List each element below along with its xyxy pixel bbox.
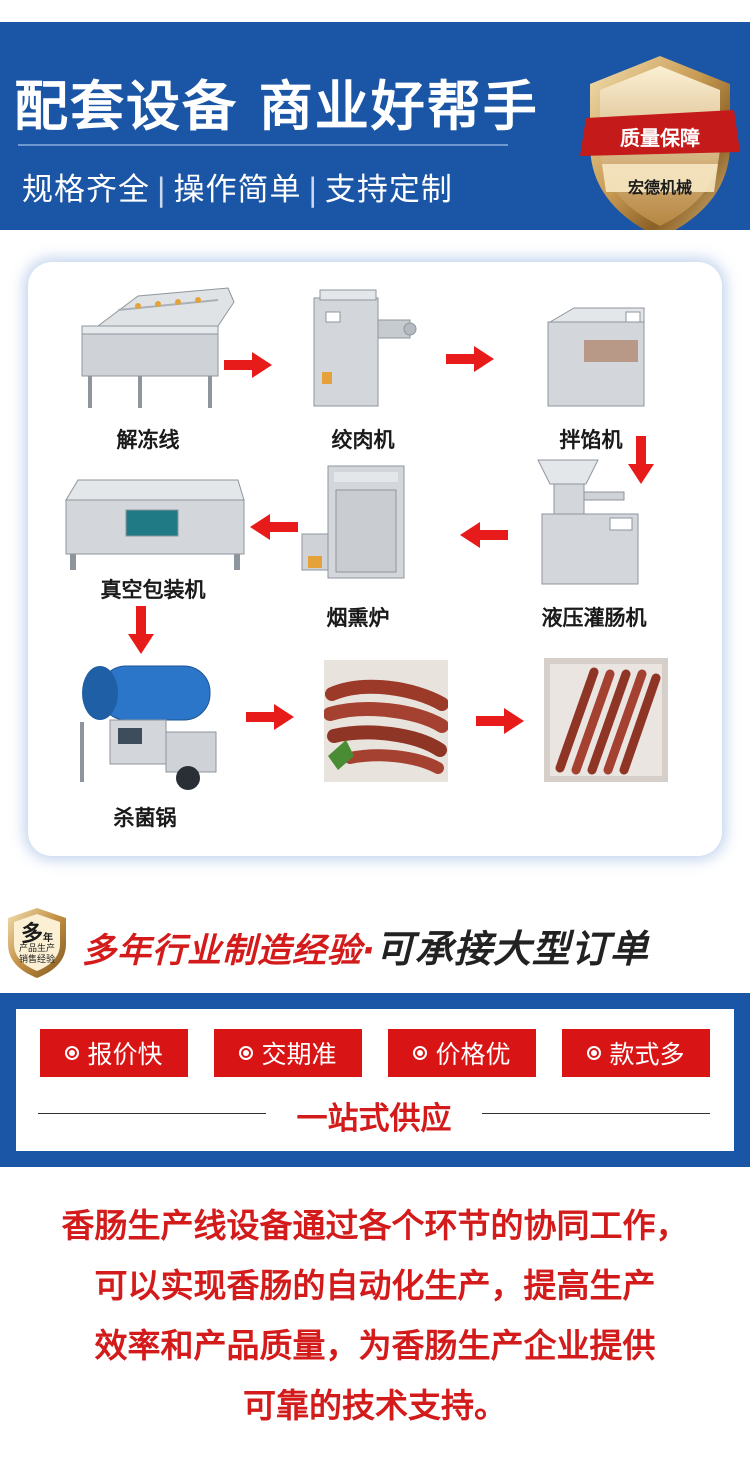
step-label: 拌馅机 xyxy=(559,428,623,452)
description-paragraph: 香肠生产线设备通过各个环节的协同工作， 可以实现香肠的自动化生产，提高生产 效率… xyxy=(0,1196,750,1436)
bullet-icon xyxy=(413,1046,428,1060)
meat-grinder-machine-icon xyxy=(298,286,418,420)
badge-big-char: 多 xyxy=(20,922,43,947)
arrow-down-icon xyxy=(628,436,654,484)
step-label: 液压灌肠机 xyxy=(541,606,647,630)
feature-tag: 报价快 xyxy=(40,1029,188,1077)
experience-text-black: 可承接大型订单 xyxy=(375,927,649,971)
paragraph-line: 可以实现香肠的自动化生产，提高生产 xyxy=(94,1266,656,1305)
divider-line xyxy=(482,1113,710,1114)
feature-tag: 款式多 xyxy=(562,1029,710,1077)
feature-separator: | xyxy=(307,172,319,208)
paragraph-line: 香肠生产线设备通过各个环节的协同工作， xyxy=(61,1206,689,1245)
arrow-right-icon xyxy=(446,346,494,372)
arrow-left-icon xyxy=(460,522,508,548)
step-label: 解冻线 xyxy=(116,428,180,452)
paragraph-line: 效率和产品质量，为香肠生产企业提供 xyxy=(94,1326,656,1365)
packaged-sausage-photo-icon xyxy=(544,658,668,786)
bullet-icon xyxy=(587,1046,602,1060)
step-label: 真空包装机 xyxy=(100,578,206,602)
supply-section: 报价快 交期准 价格优 款式多 一站式供应 xyxy=(0,993,750,1167)
bullet-icon xyxy=(65,1046,80,1060)
arrow-left-icon xyxy=(250,514,298,540)
hydraulic-stuffer-machine-icon xyxy=(534,454,644,598)
mixer-machine-icon xyxy=(544,302,654,416)
sausage-photo-icon xyxy=(323,660,449,786)
feature-item: 支持定制 xyxy=(324,172,453,208)
arrow-right-icon xyxy=(476,708,524,734)
supply-title: 一站式供应 xyxy=(296,1101,452,1137)
shield-icon xyxy=(580,56,740,230)
arrow-right-icon xyxy=(224,352,272,378)
vacuum-packer-machine-icon xyxy=(58,476,248,576)
step-label: 杀菌锅 xyxy=(113,806,177,830)
bullet-icon xyxy=(239,1046,254,1060)
top-strip xyxy=(0,0,750,22)
experience-text-red: 多年行业制造经验· xyxy=(82,931,376,971)
badge-line: 产品生产 xyxy=(18,944,55,954)
feature-item: 操作简单 xyxy=(173,172,302,208)
feature-list: 规格齐全|操作简单|支持定制 xyxy=(22,164,453,209)
tag-label: 价格优 xyxy=(435,1040,511,1069)
supply-panel: 报价快 交期准 价格优 款式多 一站式供应 xyxy=(16,1009,734,1151)
feature-tag: 价格优 xyxy=(388,1029,536,1077)
process-card: 解冻线 绞肉机 拌馅机 真空包装机 xyxy=(28,262,722,856)
shield-icon xyxy=(8,908,66,978)
tag-label: 款式多 xyxy=(609,1040,685,1069)
step-label: 绞肉机 xyxy=(331,428,395,452)
step-label: 烟熏炉 xyxy=(326,606,390,630)
experience-slogan: 多年行业制造经验·可承接大型订单 xyxy=(82,918,649,973)
title-divider xyxy=(18,144,508,146)
divider-line xyxy=(38,1113,266,1114)
tag-label: 报价快 xyxy=(87,1040,163,1069)
sterilizer-machine-icon xyxy=(70,652,230,806)
badge-small-char: 年 xyxy=(43,933,53,944)
feature-separator: | xyxy=(156,172,168,208)
tag-label: 交期准 xyxy=(261,1040,337,1069)
feature-item: 规格齐全 xyxy=(22,172,150,208)
feature-tag: 交期准 xyxy=(214,1029,362,1077)
header-banner: 配套设备 商业好帮手 规格齐全|操作简单|支持定制 xyxy=(0,22,750,230)
paragraph-line: 可靠的技术支持。 xyxy=(243,1386,507,1425)
page-title: 配套设备 商业好帮手 xyxy=(14,75,539,138)
experience-badge: 多年 产品生产 销售经验 xyxy=(6,906,68,980)
badge-top-text: 质量保障 xyxy=(620,126,700,150)
quality-badge: 质量保障 宏德机械 xyxy=(580,52,740,230)
badge-bottom-text: 宏德机械 xyxy=(627,178,692,197)
thaw-line-machine-icon xyxy=(78,282,238,416)
arrow-right-icon xyxy=(246,704,294,730)
arrow-down-icon xyxy=(128,606,154,654)
badge-line: 销售经验 xyxy=(18,955,55,965)
smoke-oven-machine-icon xyxy=(298,462,408,586)
